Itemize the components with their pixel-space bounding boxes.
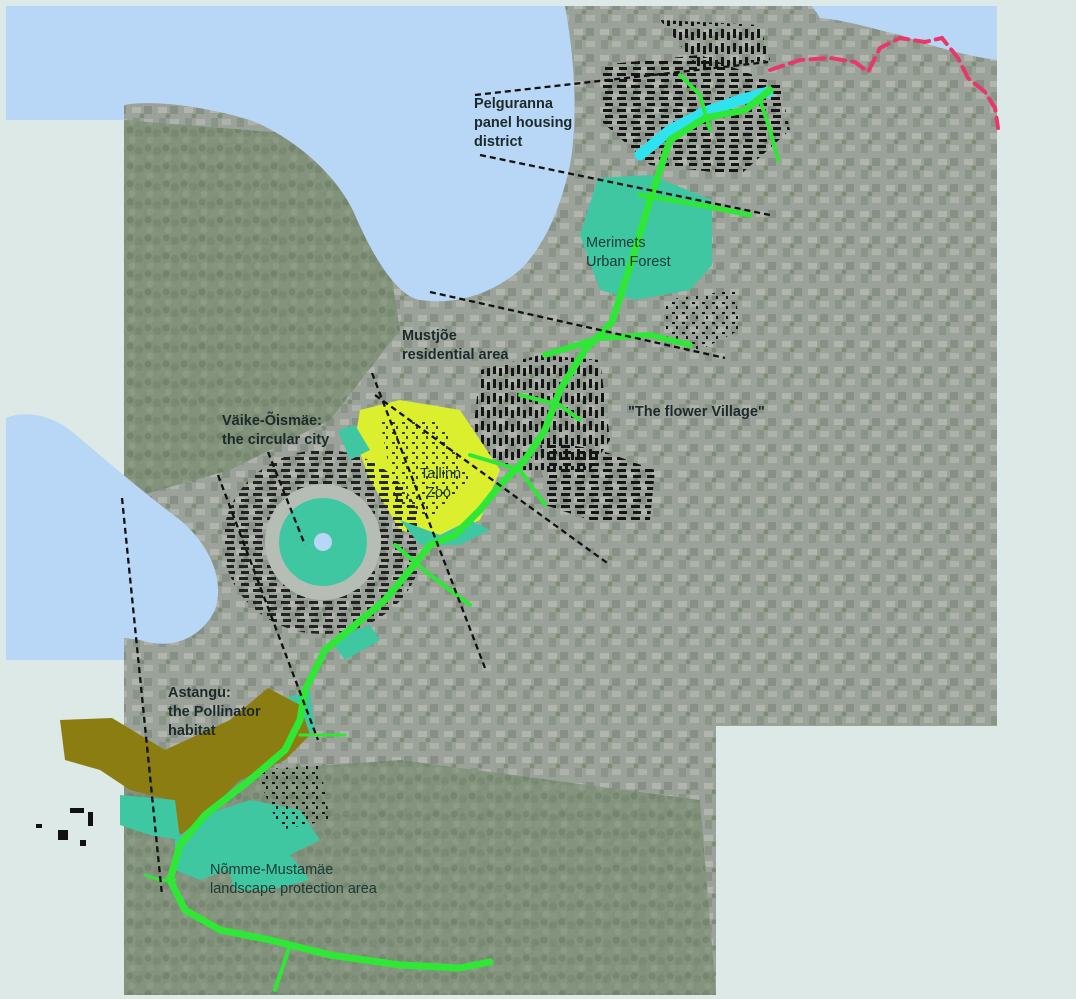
label-flower-village: "The flower Village" (628, 404, 765, 420)
north-harbour (812, 6, 997, 60)
label-astangu: Astangu: the Pollinator habitat (168, 685, 265, 739)
label-mustjoe: Mustjõe residential area (402, 328, 509, 363)
label-merimets: Merimets Urban Forest (586, 235, 671, 270)
label-tallinn-zoo: Tallinn Zoo (420, 466, 465, 501)
lake-harku (6, 414, 219, 660)
astangu-buildings (36, 765, 330, 846)
coastal-path (768, 35, 1000, 130)
label-pelguranna: Pelguranna panel housing district (474, 96, 576, 150)
green-corridor (143, 73, 780, 992)
water-bodies (6, 6, 997, 660)
label-nomme: Nõmme-Mustamäe landscape protection area (210, 862, 378, 897)
label-vaike-oismae: Väike-Õismäe: the circular city (222, 411, 329, 448)
tallinn-bay (6, 6, 575, 302)
corridor-main (166, 86, 774, 972)
annotation-lines (120, 60, 771, 896)
vaike-oismae-circle (223, 450, 423, 634)
map-labels: Pelguranna panel housing district Merime… (168, 96, 765, 897)
astangu-pollinator-habitat (60, 688, 310, 840)
flower-village-blocks (470, 290, 740, 520)
merimets-forest (580, 175, 712, 300)
